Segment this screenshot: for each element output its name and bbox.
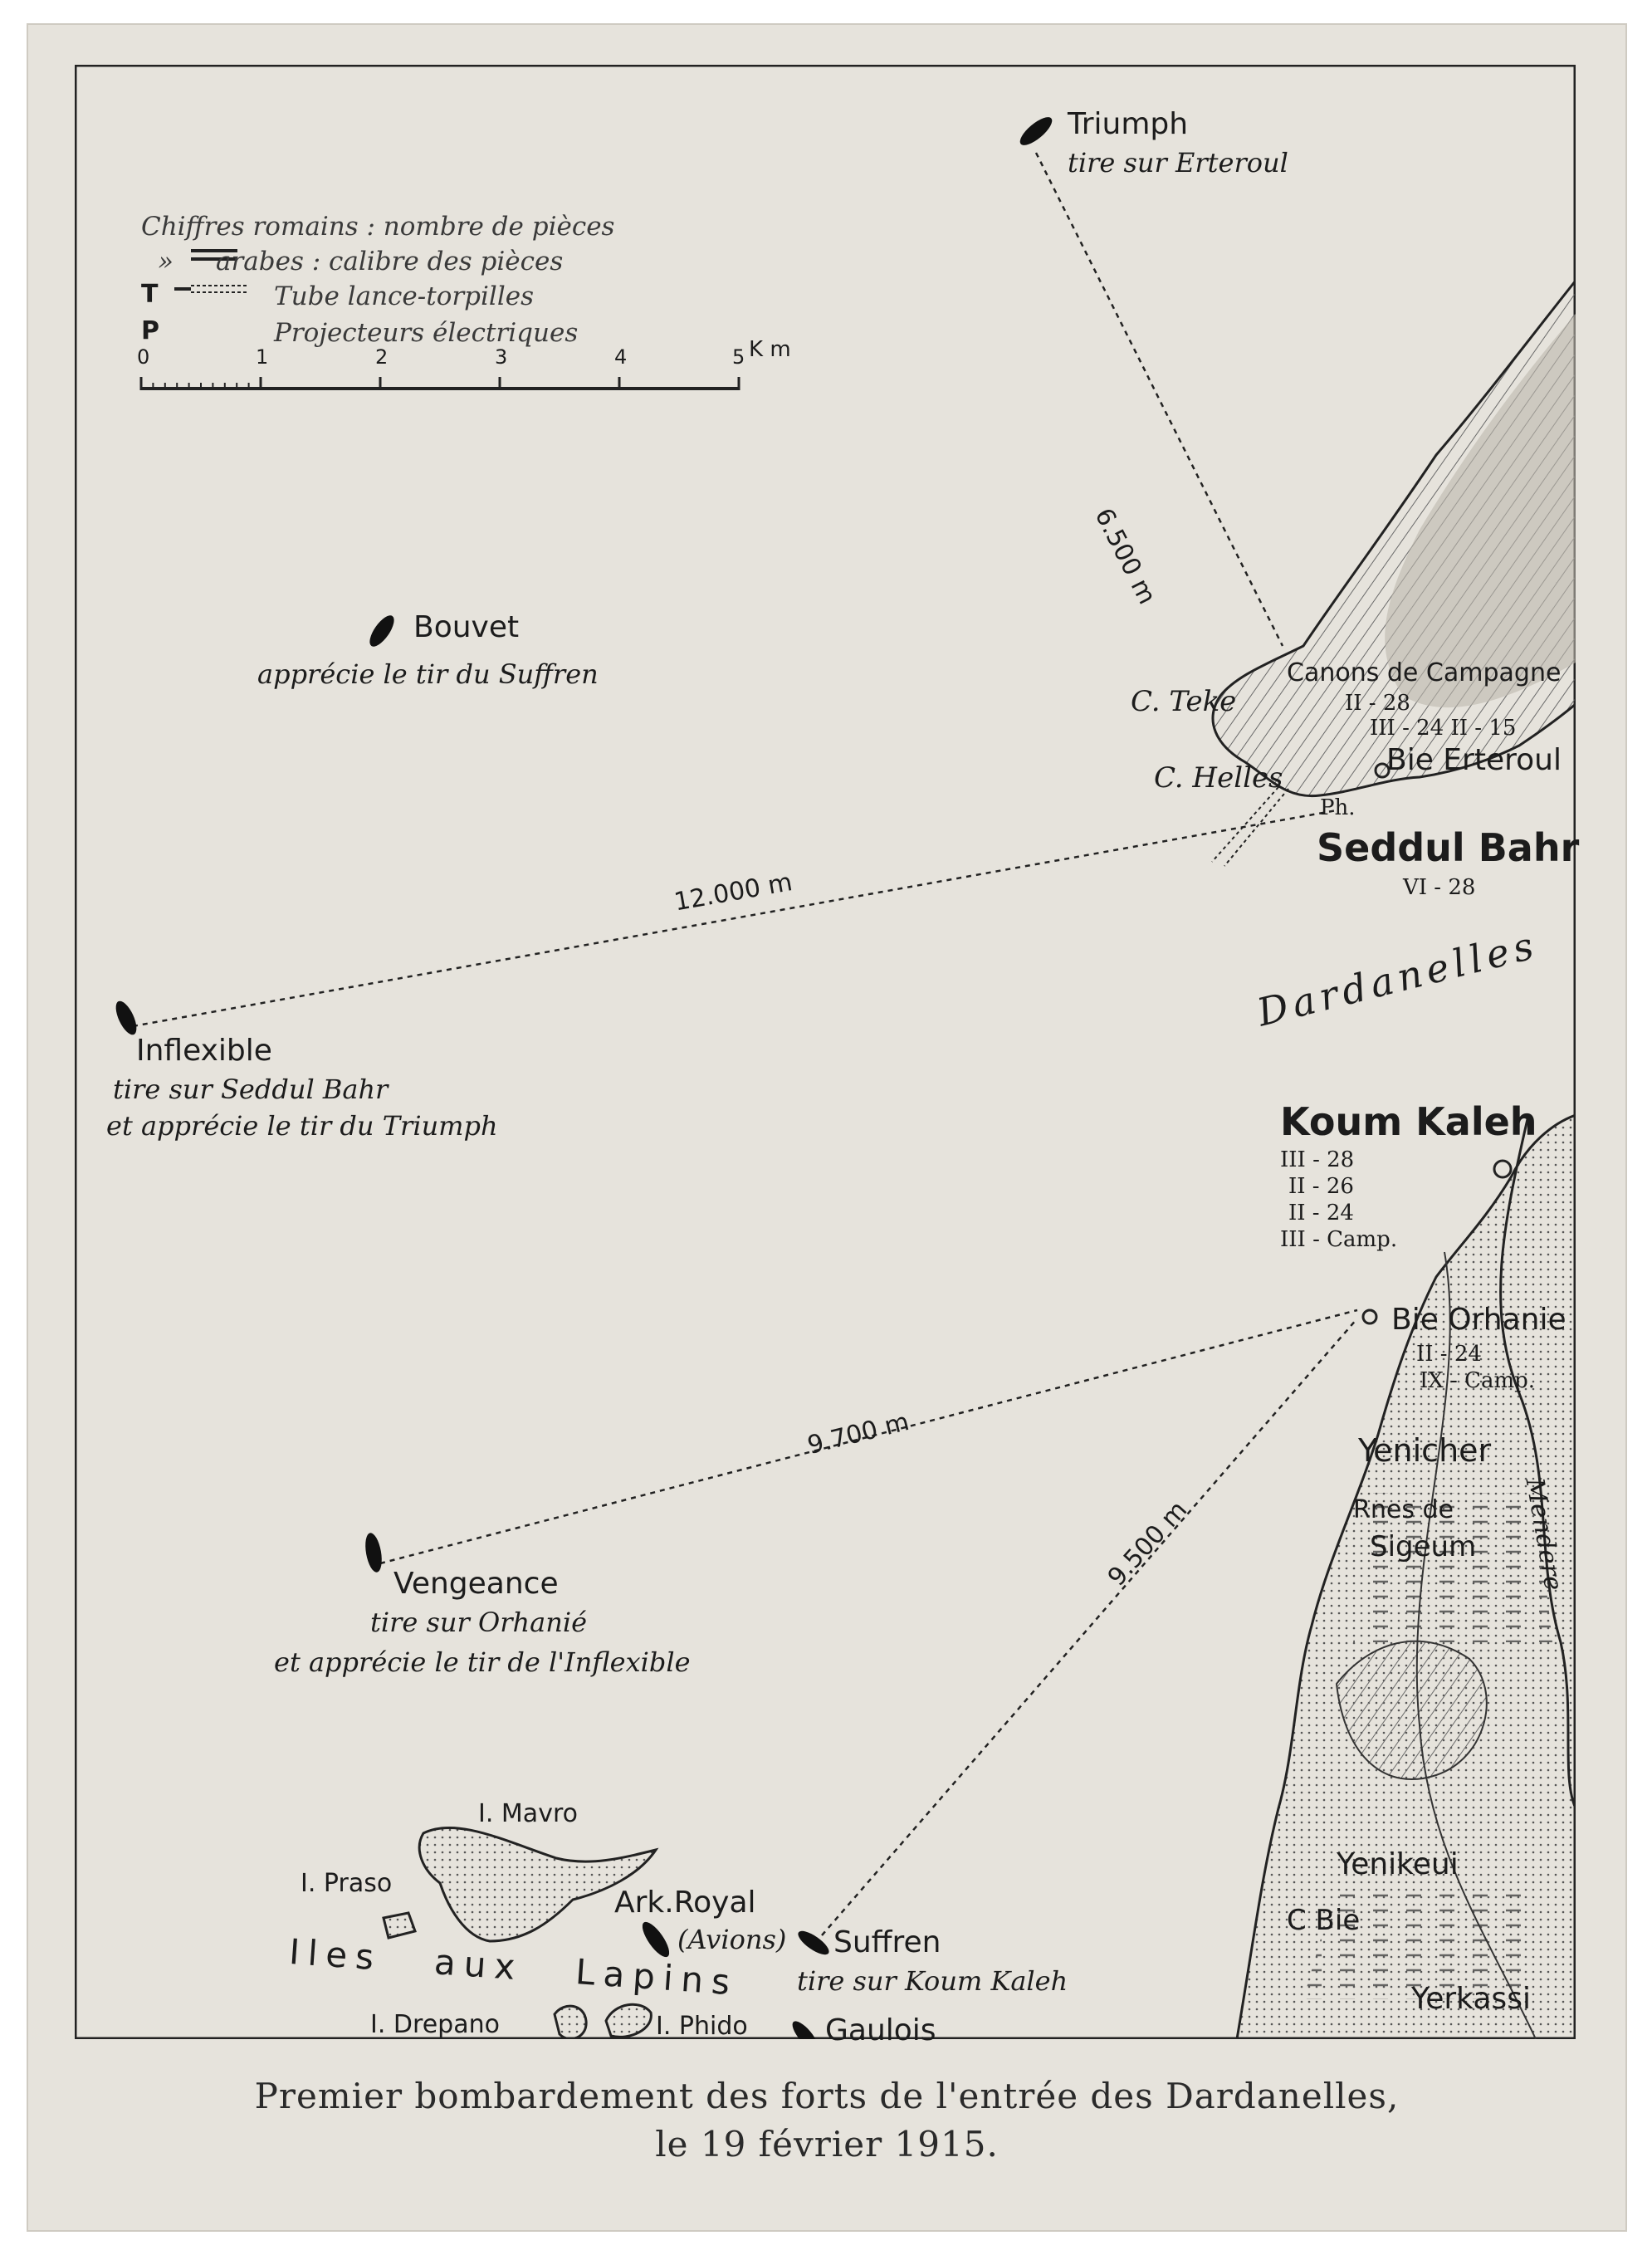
marsh-area-south — [1303, 1883, 1536, 1999]
fort-orhanie-marker — [1361, 1308, 1378, 1325]
fire-line-vengeance — [379, 1308, 1358, 1565]
place-c-teke: C. Teke — [1131, 685, 1237, 718]
place-yerkassi: Yerkassi — [1411, 1982, 1531, 2016]
place-seddul-cal: VI - 28 — [1403, 875, 1476, 900]
projector-beam-2 — [1224, 788, 1289, 867]
mendere-river — [1499, 1118, 1576, 1809]
place-canons: Canons de Campagne — [1287, 658, 1562, 687]
place-koum-cal3: II - 24 — [1288, 1201, 1354, 1225]
ship-vengeance-note1: tire sur Orhanié — [370, 1607, 587, 1638]
place-sigeum-2: Sigeum — [1370, 1530, 1477, 1563]
ship-vengeance-note2: et apprécie le tir de l'Inflexible — [274, 1646, 691, 1678]
island-drepano — [553, 2004, 588, 2039]
place-ph: Ph. — [1320, 795, 1356, 820]
ship-inflexible-marker — [115, 1000, 137, 1035]
scale-unit: K m — [749, 337, 791, 362]
ship-triumph-name: Triumph — [1068, 107, 1189, 141]
caption-line-2: le 19 février 1915. — [655, 2124, 999, 2165]
ship-ark-royal-name: Ark.Royal — [614, 1886, 756, 1920]
place-erteroul: Bie Erteroul — [1386, 743, 1562, 777]
place-orhanie-cal1: II - 24 — [1416, 1342, 1482, 1367]
place-yenicher: Yenicher — [1358, 1432, 1492, 1469]
gallipoli-relief — [1385, 314, 1576, 708]
marsh-area — [1353, 1493, 1552, 1642]
ship-bouvet-note: apprécie le tir du Suffren — [257, 658, 599, 690]
scale-label-0: 0 — [137, 345, 150, 369]
legend-t-key: T — [141, 280, 159, 309]
ship-triumph-marker — [1019, 117, 1053, 145]
fire-line-inflexible — [132, 809, 1337, 1028]
place-koum-cal2: II - 26 — [1288, 1174, 1354, 1199]
projector-symbol — [174, 285, 249, 293]
place-seddul-bahr: Seddul Bahr — [1317, 825, 1580, 870]
place-sigeum-1: Rnes de — [1353, 1495, 1454, 1524]
place-canons-cal1: II - 28 — [1345, 691, 1410, 716]
place-canons-cal2: III - 24 II - 15 — [1370, 716, 1517, 741]
asian-relief — [1335, 1640, 1488, 1780]
place-koum-cal1: III - 28 — [1280, 1147, 1355, 1172]
place-koum-kaleh: Koum Kaleh — [1280, 1099, 1537, 1144]
scale-label-1: 1 — [256, 345, 269, 369]
fort-koum-kaleh-marker — [1493, 1159, 1513, 1179]
ship-gaulois-name: Gaulois — [825, 2013, 936, 2047]
ship-gaulois-marker — [792, 2021, 819, 2039]
fire-line-suffren — [821, 1318, 1358, 1936]
scale-ticks — [139, 377, 740, 390]
page-sheet: Chiffres romains : nombre de pièces » ar… — [28, 25, 1625, 2230]
place-i-phido: I. Phido — [656, 2012, 748, 2041]
road — [1415, 1251, 1537, 2039]
legend-ditto-mark: » — [158, 247, 174, 276]
place-c-helles: C. Helles — [1154, 761, 1283, 795]
map-border — [75, 65, 1576, 2039]
ship-suffren-marker — [798, 1930, 829, 1955]
fort-erteroul-marker — [1374, 762, 1391, 779]
ship-inflexible-note1: tire sur Seddul Bahr — [113, 1074, 389, 1105]
legend-p-key: P — [141, 316, 159, 345]
place-yenikeui: Yenikeui — [1337, 1847, 1459, 1881]
legend-p-desc: Projecteurs électriques — [274, 318, 579, 348]
island-mavro — [418, 1826, 659, 1943]
torpedo-tube-symbol — [191, 249, 237, 261]
place-orhanie: Bie Orhanie — [1391, 1303, 1566, 1337]
ship-ark-royal-marker — [642, 1921, 670, 1958]
legend-arabic: arabes : calibre des pièces — [216, 247, 564, 276]
place-i-praso: I. Praso — [301, 1869, 393, 1898]
legend-t-desc: Tube lance-torpilles — [274, 281, 535, 311]
ship-ark-royal-note: (Avions) — [677, 1924, 787, 1955]
ship-suffren-note: tire sur Koum Kaleh — [797, 1965, 1068, 1997]
scale-label-5: 5 — [732, 345, 745, 369]
ship-bouvet-marker — [369, 615, 394, 647]
place-orhanie-cal2: IX - Camp. — [1420, 1368, 1536, 1393]
island-praso — [382, 1911, 417, 1939]
place-c-bie: C Bie — [1287, 1904, 1361, 1937]
ship-inflexible-name: Inflexible — [136, 1034, 272, 1068]
island-phido — [604, 2003, 652, 2038]
map-frame: Chiffres romains : nombre de pièces » ar… — [75, 65, 1580, 2046]
scale-label-2: 2 — [375, 345, 389, 369]
ship-suffren-name: Suffren — [833, 1925, 941, 1959]
place-koum-cal4: III - Camp. — [1280, 1227, 1398, 1252]
ship-bouvet-name: Bouvet — [413, 610, 520, 644]
place-i-drepano: I. Drepano — [370, 2010, 500, 2039]
ship-vengeance-name: Vengeance — [393, 1567, 559, 1601]
fire-line-triumph — [1034, 152, 1284, 647]
scale-label-3: 3 — [495, 345, 508, 369]
ship-triumph-note: tire sur Erteroul — [1068, 147, 1288, 179]
caption-line-1: Premier bombardement des forts de l'entr… — [254, 2076, 1400, 2116]
place-i-mavro: I. Mavro — [478, 1799, 578, 1828]
scale-label-4: 4 — [614, 345, 628, 369]
legend-roman: Chiffres romains : nombre de pièces — [141, 212, 615, 242]
ship-inflexible-note2: et apprécie le tir du Triumph — [106, 1110, 498, 1142]
ship-vengeance-marker — [365, 1533, 382, 1573]
map-drawing — [75, 65, 1576, 2039]
projector-beam-1 — [1211, 786, 1279, 863]
